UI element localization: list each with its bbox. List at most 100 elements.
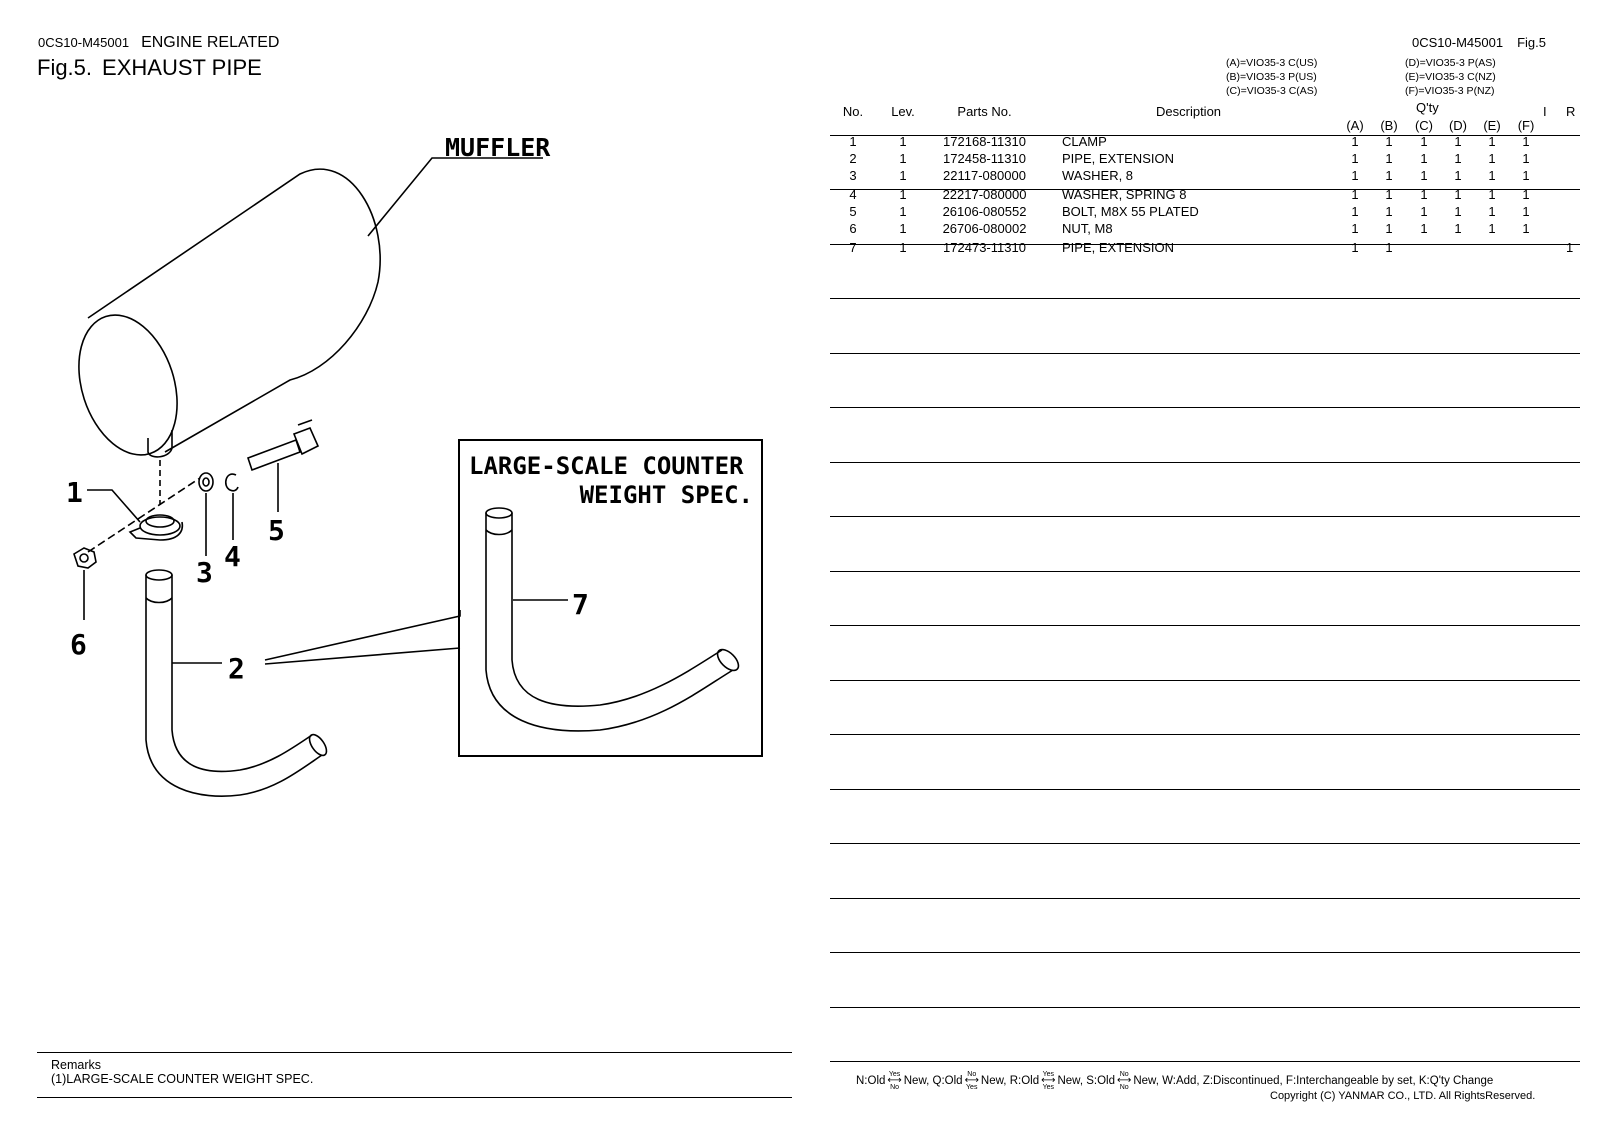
blank-rule-7 — [830, 625, 1580, 626]
legend-q-suffix: New, — [980, 1075, 1007, 1087]
model-c: (C)=VIO35-3 C(AS) — [1226, 85, 1318, 97]
row-lev: 1 — [899, 204, 907, 219]
blank-rule-14 — [830, 1007, 1580, 1008]
legend-n-arrow-icon: Yes⟷No — [887, 1071, 902, 1091]
legend-r-arrow-icon: Yes⟷Yes — [1041, 1071, 1056, 1091]
header-rule — [830, 135, 1580, 136]
header-r: R — [1566, 104, 1576, 119]
row-qty-b: 1 — [1385, 151, 1393, 166]
blank-rule-10 — [830, 789, 1580, 790]
row-no: 3 — [849, 168, 857, 183]
row-qty-e: 1 — [1488, 204, 1496, 219]
row-description: PIPE, EXTENSION — [1062, 240, 1174, 255]
category-text: ENGINE RELATED — [141, 34, 280, 51]
row-qty-f: 1 — [1522, 187, 1530, 202]
table-row: 7 1 172473-11310 PIPE, EXTENSION 1 1 1 — [830, 240, 1580, 257]
row-qty-a: 1 — [1351, 151, 1359, 166]
legend-r-suffix: New, — [1057, 1075, 1084, 1087]
callout-5: 5 — [268, 514, 285, 547]
row-parts-no: 22117-080000 — [943, 168, 1026, 183]
row-no: 7 — [849, 240, 857, 255]
row-description: BOLT, M8X 55 PLATED — [1062, 204, 1199, 219]
parts-table: No. Lev. Parts No. Description Q'ty (A) … — [830, 100, 1580, 260]
header-lev: Lev. — [891, 104, 915, 119]
inset-title-line-2: WEIGHT SPEC. — [580, 481, 753, 509]
callout-1: 1 — [66, 476, 83, 509]
legend-s-top: No — [1119, 1071, 1129, 1078]
doc-code-text: 0CS10-M45001 — [38, 35, 130, 50]
blank-rule-5 — [830, 516, 1580, 517]
row-parts-no: 172168-11310 — [943, 134, 1026, 149]
header-qty-c: (C) — [1414, 118, 1434, 133]
blank-rule-6 — [830, 571, 1580, 572]
row-description: CLAMP — [1062, 134, 1107, 149]
row-qty-f: 1 — [1522, 221, 1530, 236]
row-r: 1 — [1566, 240, 1574, 255]
inset-box — [458, 439, 763, 757]
row-qty-d: 1 — [1454, 134, 1462, 149]
row-qty-e: 1 — [1488, 221, 1496, 236]
row-lev: 1 — [899, 221, 907, 236]
blank-rule-8 — [830, 680, 1580, 681]
row-lev: 1 — [899, 240, 907, 255]
model-b: (B)=VIO35-3 P(US) — [1226, 71, 1317, 83]
muffler-drawing — [78, 168, 381, 458]
row-qty-c: 1 — [1420, 134, 1428, 149]
callout-3: 3 — [196, 556, 213, 589]
row-qty-b: 1 — [1385, 221, 1393, 236]
model-d: (D)=VIO35-3 P(AS) — [1405, 57, 1496, 69]
row-qty-f: 1 — [1522, 134, 1530, 149]
leader-inset-upper — [264, 610, 461, 661]
row-no: 5 — [849, 204, 857, 219]
row-no: 4 — [849, 187, 857, 202]
legend-s-bottom: No — [1119, 1084, 1129, 1091]
row-qty-a: 1 — [1351, 240, 1359, 255]
row-qty-c: 1 — [1420, 151, 1428, 166]
model-f: (F)=VIO35-3 P(NZ) — [1405, 85, 1495, 97]
row-qty-d: 1 — [1454, 151, 1462, 166]
row-qty-b: 1 — [1385, 187, 1393, 202]
row-qty-b: 1 — [1385, 240, 1393, 255]
model-legend-right: (D)=VIO35-3 P(AS) (E)=VIO35-3 C(NZ) (F)=… — [1405, 56, 1496, 98]
blank-rule-2 — [830, 353, 1580, 354]
row-qty-b: 1 — [1385, 168, 1393, 183]
row-parts-no: 172473-11310 — [943, 240, 1026, 255]
row-description: NUT, M8 — [1062, 221, 1113, 236]
legend-n-suffix: New, — [903, 1075, 930, 1087]
header-qty-a: (A) — [1346, 118, 1364, 133]
row-description: WASHER, 8 — [1062, 168, 1134, 183]
row-qty-c: 1 — [1420, 168, 1428, 183]
group-rule-2 — [830, 244, 1580, 245]
row-parts-no: 26106-080552 — [942, 204, 1027, 219]
clamp-drawing — [128, 514, 184, 541]
header-i: I — [1543, 104, 1547, 119]
header-no: No. — [842, 104, 864, 119]
pipe-extension-inset-drawing — [485, 507, 740, 732]
row-qty-c: 1 — [1420, 204, 1428, 219]
blank-rule-13 — [830, 952, 1580, 953]
row-qty-c: 1 — [1420, 187, 1428, 202]
leader-1 — [87, 489, 141, 523]
row-qty-f: 1 — [1522, 204, 1530, 219]
right-fig-number: Fig.5 — [1517, 35, 1546, 50]
row-qty-a: 1 — [1351, 221, 1359, 236]
header-qty-d: (D) — [1448, 118, 1468, 133]
header-qty-f: (F) — [1517, 118, 1535, 133]
blank-rule-12 — [830, 898, 1580, 899]
leader-inset-lower — [264, 647, 461, 665]
blank-rule-4 — [830, 462, 1580, 463]
row-qty-e: 1 — [1488, 187, 1496, 202]
legend-s-prefix: S:Old — [1086, 1075, 1115, 1087]
row-qty-a: 1 — [1351, 204, 1359, 219]
row-lev: 1 — [899, 151, 907, 166]
row-qty-a: 1 — [1351, 187, 1359, 202]
legend-q-prefix: Q:Old — [932, 1075, 963, 1087]
group-rule-1 — [830, 189, 1580, 190]
header-qty-b: (B) — [1380, 118, 1398, 133]
change-code-legend: N:Old Yes⟷No New, Q:Old No⟷Yes New, R:Ol… — [856, 1071, 1493, 1091]
